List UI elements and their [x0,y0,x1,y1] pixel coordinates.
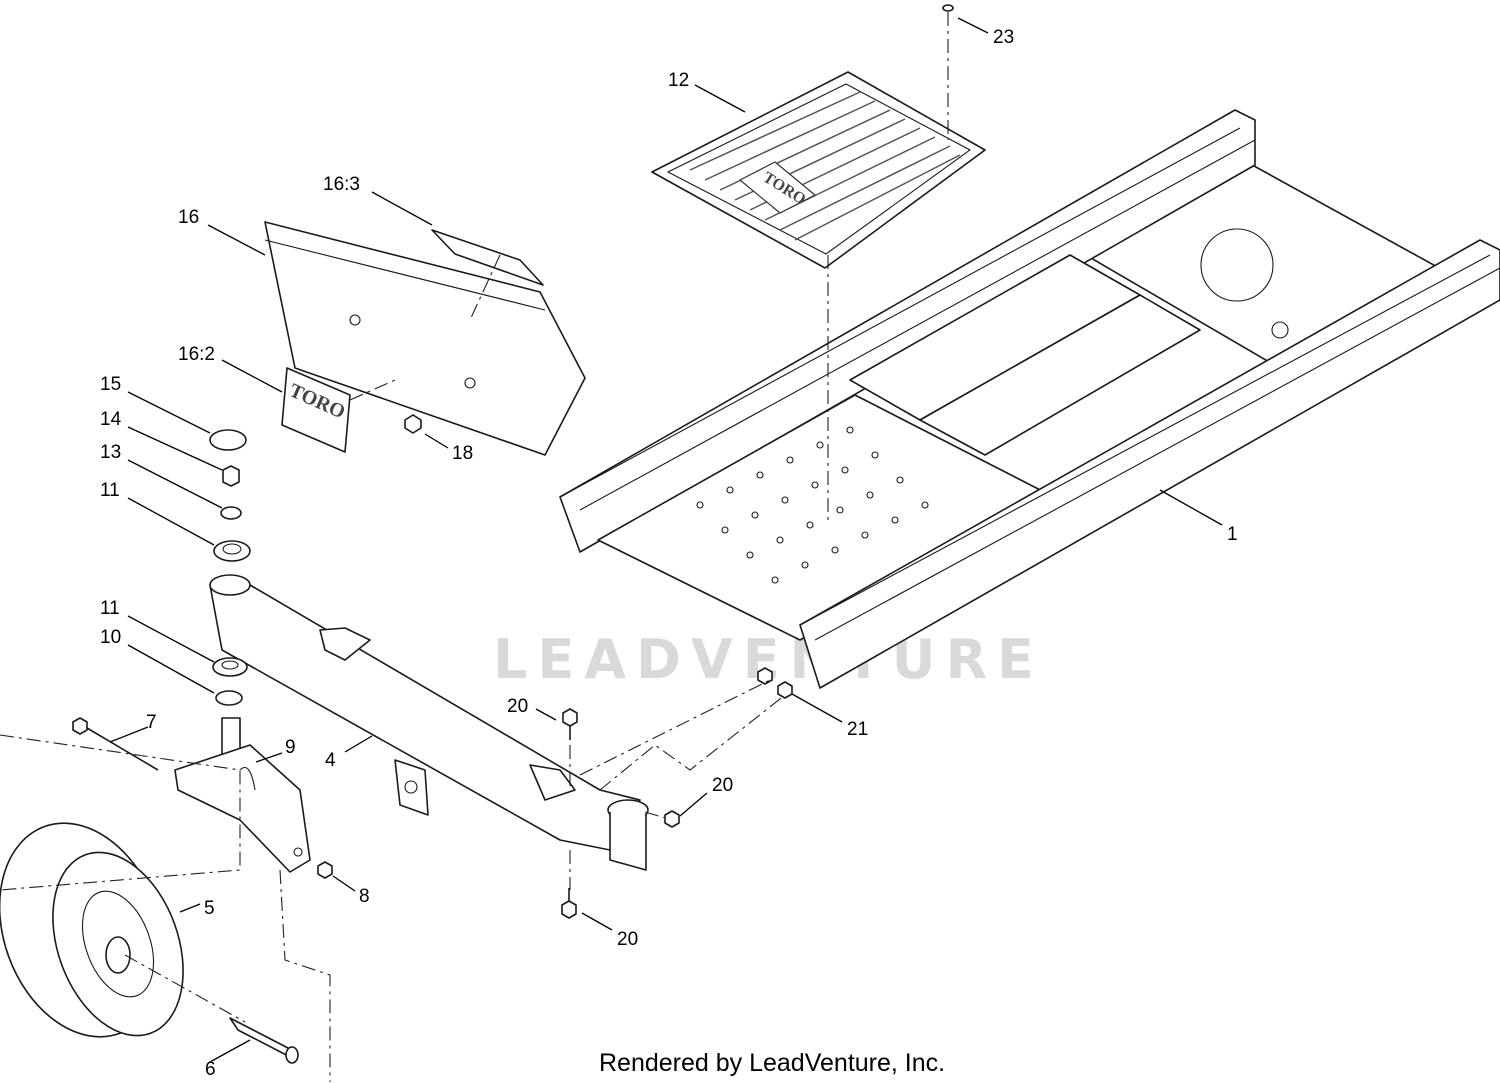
bearing-top [213,540,251,562]
screw-23 [942,4,954,12]
assembly-lines [0,12,949,1082]
floor-holes [696,426,929,584]
callout-16-2: 16:2 [178,344,215,365]
main-frame [559,109,1500,689]
callout-21: 21 [847,719,868,740]
callout-8: 8 [359,886,370,907]
callout-16-3: 16:3 [323,174,360,195]
callout-16: 16 [178,207,199,228]
callout-6: 6 [205,1059,216,1080]
callout-10: 10 [100,627,121,648]
callout-4: 4 [325,750,336,771]
axle-bolt [72,717,159,771]
washer-12 [220,506,242,520]
bolt-20-bottom [561,888,577,919]
bearing-bottom [212,657,248,677]
bolt-20-side [664,810,680,828]
callout-12: 13 [100,442,121,463]
nut-21 [777,681,793,699]
dust-cap [209,429,247,451]
callout-20-bottom: 20 [617,929,638,950]
wheel-spacer [229,1017,299,1064]
bolt-20-top [562,708,578,740]
foot-mat: TORO [651,71,986,269]
nut-13 [222,465,240,487]
front-axle [209,574,649,871]
callout-11-bottom: 11 [100,598,120,619]
callout-20-side: 20 [712,775,733,796]
callout-18: 18 [452,443,473,464]
leader-lines [109,17,1223,1063]
washer-10 [215,690,243,706]
callout-7: 7 [146,712,157,733]
callout-14: 12 [668,70,689,91]
callout-15: 15 [100,374,121,395]
callout-5: 5 [204,898,215,919]
caster-fork [174,717,311,873]
callout-11-top: 11 [100,480,120,501]
footer-credit: Rendered by LeadVenture, Inc. [599,1049,945,1077]
nut-8 [317,861,333,879]
nut-21b [757,667,773,685]
decal-top [431,229,544,286]
hood [264,221,586,456]
callout-9: 9 [285,737,296,758]
callout-20-top: 20 [507,696,528,717]
callout-13: 14 [100,409,122,430]
bolt-18 [404,414,422,434]
callouts: 12 23 16:3 16 16:2 15 14 13 11 11 10 7 9… [100,27,1238,1080]
caster-wheel [0,822,184,1038]
callout-1: 1 [1227,524,1238,545]
callout-23: 23 [993,27,1014,48]
